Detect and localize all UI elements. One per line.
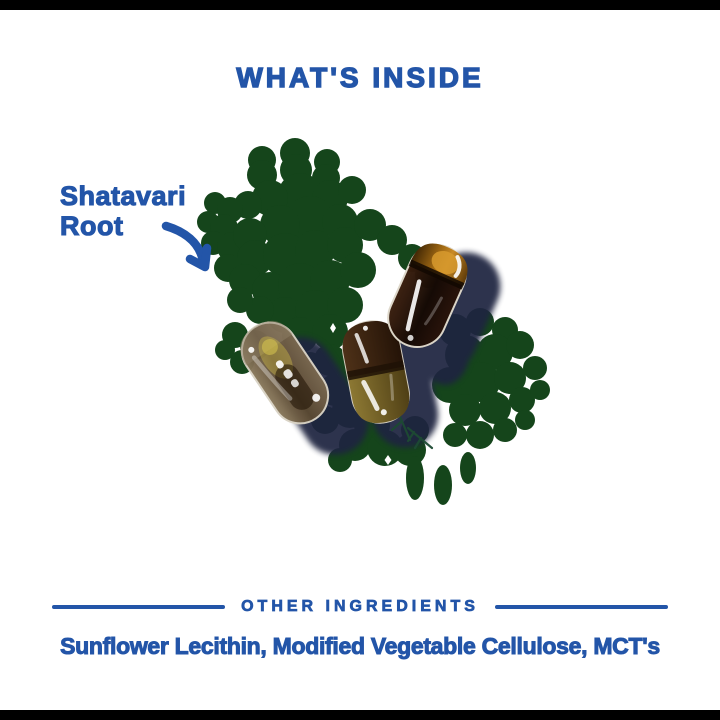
curved-arrow-icon — [161, 221, 212, 272]
two-tone-capsule — [342, 320, 410, 424]
divider-line-right — [494, 605, 669, 609]
page-title: WHAT'S INSIDE — [236, 61, 484, 93]
callout-line-2: Root — [59, 210, 124, 241]
callout-line-1: Shatavari — [59, 180, 187, 211]
amber-cap-capsule — [387, 243, 468, 348]
shatavari-fern-illustration — [197, 138, 550, 505]
sparkle-highlights — [330, 323, 392, 465]
bottom-letterbox-bar — [0, 710, 720, 720]
divider-line-left — [52, 605, 226, 609]
top-letterbox-bar — [0, 0, 720, 10]
ingredient-callout-label: Shatavari Root — [59, 180, 187, 241]
translucent-capsule — [240, 320, 330, 425]
other-ingredients-header: OTHER INGREDIENTS — [52, 596, 669, 618]
other-ingredients-list: Sunflower Lecithin, Modified Vegetable C… — [60, 633, 661, 660]
other-ingredients-label: OTHER INGREDIENTS — [241, 598, 479, 616]
